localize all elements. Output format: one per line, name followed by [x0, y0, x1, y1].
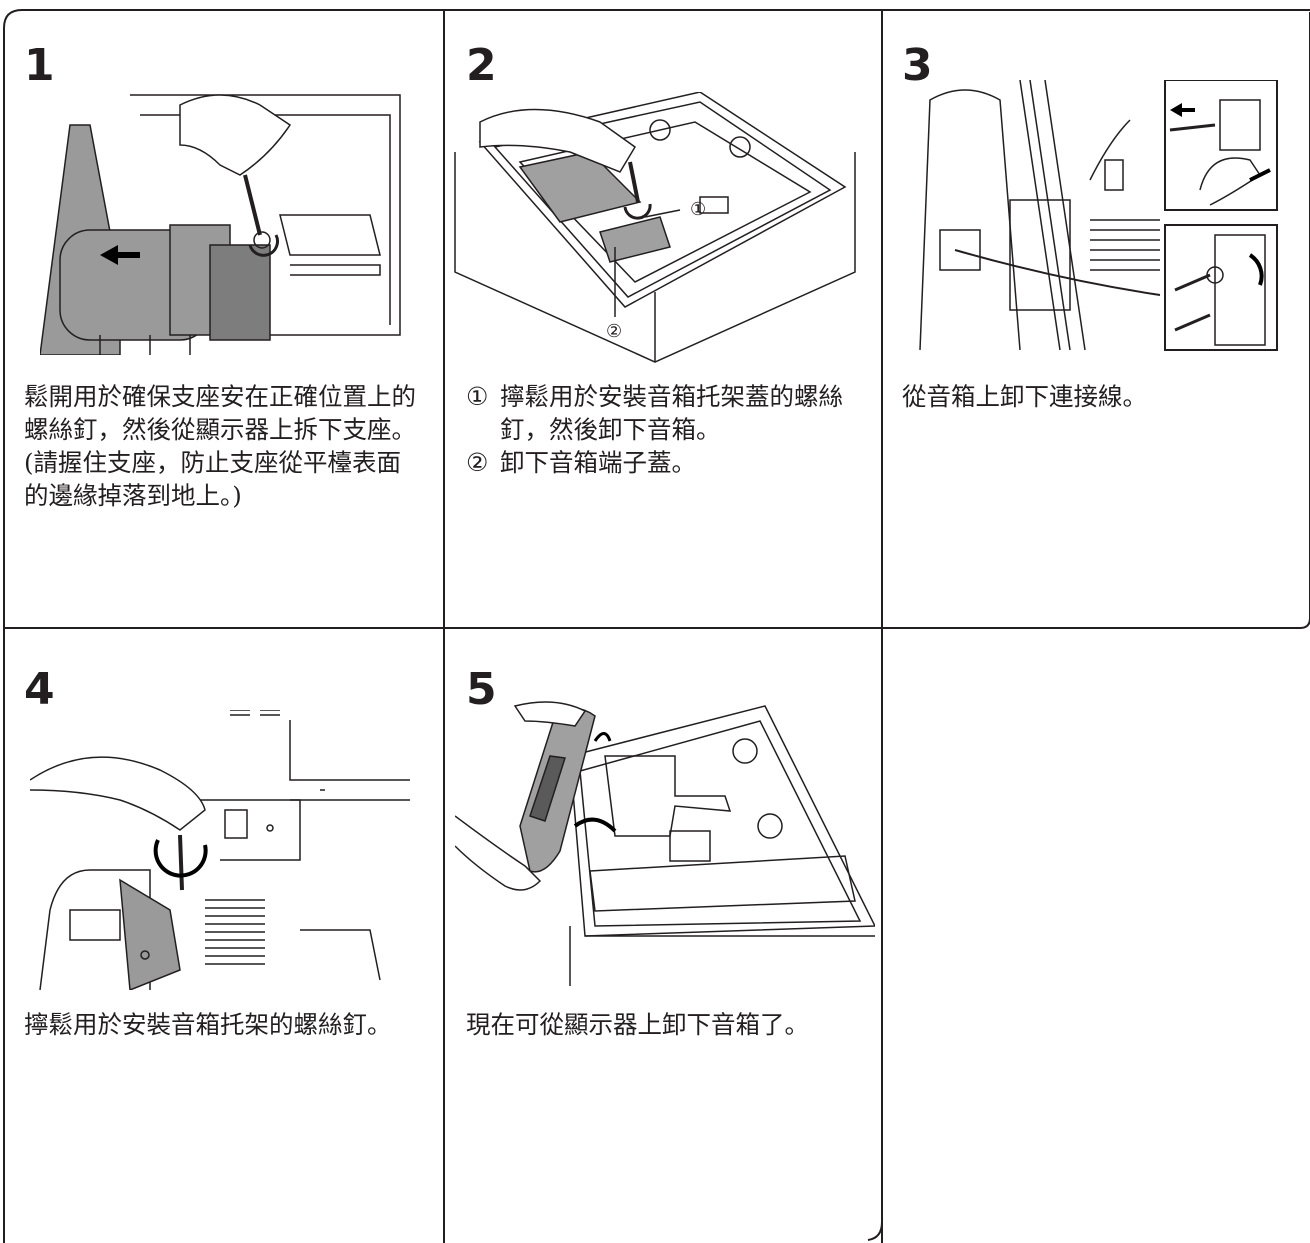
step-2-item-1: ① 擰鬆用於安裝音箱托架蓋的螺絲釘，然後卸下音箱。: [466, 380, 878, 446]
right-edge: [1299, 12, 1310, 629]
step-5-text: 現在可從顯示器上卸下音箱了。: [466, 1010, 809, 1039]
item-marker: ②: [466, 448, 489, 477]
bottom-corner: [867, 1221, 883, 1241]
step-number: 2: [466, 40, 497, 91]
item-marker: ①: [466, 382, 489, 411]
item-text: 卸下音箱端子蓋。: [500, 448, 696, 477]
step-3-caption: 從音箱上卸下連接線。: [902, 380, 1302, 413]
step-3-illustration: [919, 80, 1278, 351]
step-number: 1: [24, 40, 55, 91]
step-3-text: 從音箱上卸下連接線。: [902, 382, 1147, 411]
step-5-illustration: [455, 701, 875, 986]
callout-2-label: ②: [606, 321, 622, 342]
outer-frame: [3, 9, 1310, 1243]
item-text: 擰鬆用於安裝音箱托架蓋的螺絲釘，然後卸下音箱。: [500, 382, 843, 444]
step-2-illustration: ① ②: [454, 92, 856, 363]
callout-1-label: ①: [690, 199, 706, 220]
step-number: 5: [466, 664, 497, 715]
step-5-caption: 現在可從顯示器上卸下音箱了。: [466, 1008, 876, 1041]
step-1-caption: 鬆開用於確保支座安在正確位置上的螺絲釘，然後從顯示器上拆下支座。 (請握住支座，…: [24, 380, 424, 512]
step-1-note: (請握住支座，防止支座從平檯表面的邊緣掉落到地上。): [24, 448, 402, 510]
step-1-illustration: [40, 94, 401, 355]
step-4-text: 擰鬆用於安裝音箱托架的螺絲釘。: [24, 1010, 392, 1039]
step-2-item-2: ② 卸下音箱端子蓋。: [466, 446, 878, 479]
step-2-caption: ① 擰鬆用於安裝音箱托架蓋的螺絲釘，然後卸下音箱。 ② 卸下音箱端子蓋。: [466, 380, 878, 479]
step-4-caption: 擰鬆用於安裝音箱托架的螺絲釘。: [24, 1008, 434, 1041]
step-number: 3: [902, 40, 933, 91]
step-1-text: 鬆開用於確保支座安在正確位置上的螺絲釘，然後從顯示器上拆下支座。: [24, 382, 416, 444]
step-4-illustration: [30, 710, 410, 990]
step-number: 4: [24, 664, 55, 715]
